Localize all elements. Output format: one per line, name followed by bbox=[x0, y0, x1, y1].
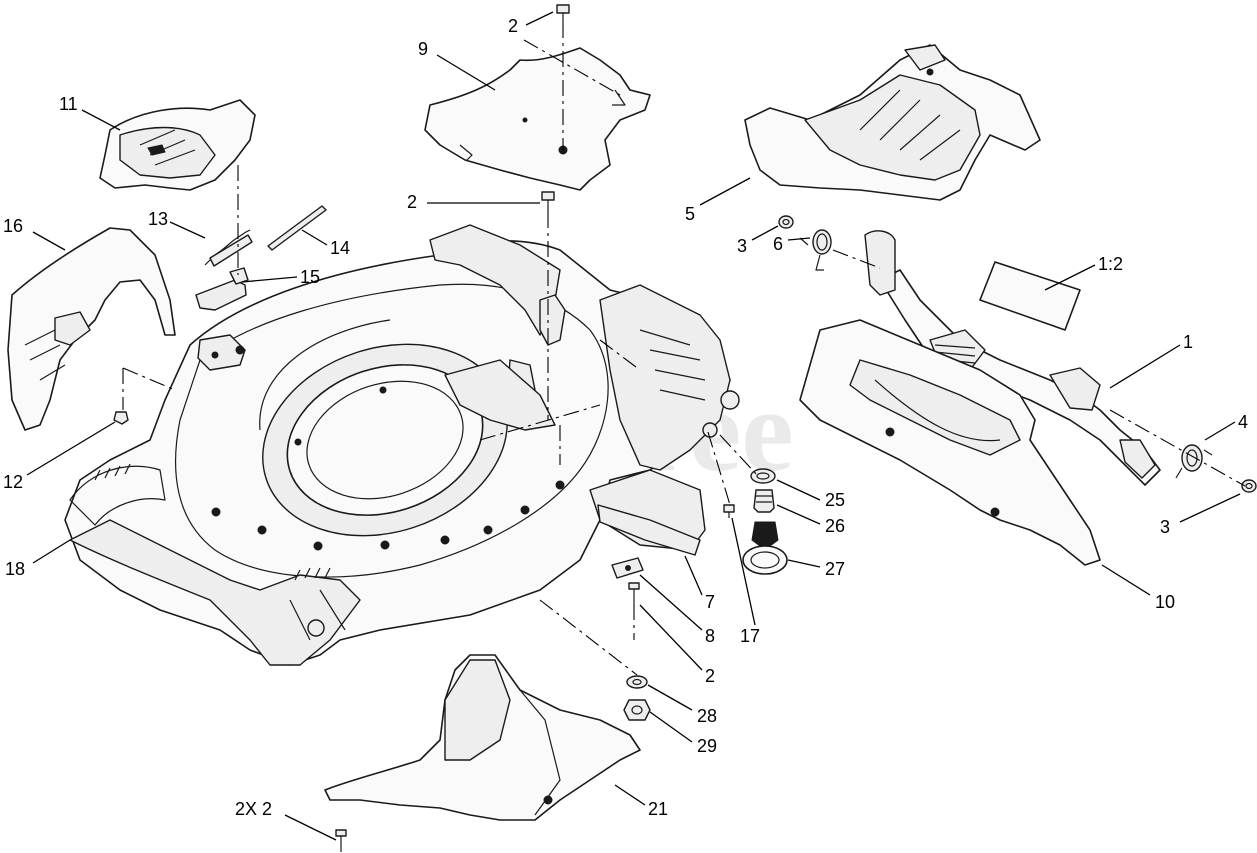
callout-2-top: 2 bbox=[508, 16, 518, 36]
part-27-cap bbox=[742, 521, 788, 575]
part-28-washer bbox=[626, 675, 648, 689]
part-2-bolt-mid bbox=[541, 191, 555, 212]
callout-2-mid: 2 bbox=[407, 192, 417, 212]
callout-10: 10 bbox=[1155, 592, 1175, 612]
part-2-bolt-low bbox=[628, 582, 640, 604]
hardware-parts bbox=[113, 4, 1257, 852]
callout-25: 25 bbox=[825, 490, 845, 510]
part-6-torsion-spring bbox=[799, 229, 832, 271]
part-4-torsion-spring bbox=[1175, 444, 1213, 479]
callout-labels: 2 9 11 5 2 16 13 14 15 3 6 1:2 1 4 12 3 … bbox=[3, 16, 1248, 819]
part-15-bracket bbox=[195, 267, 249, 311]
callout-7: 7 bbox=[705, 592, 715, 612]
part-7-baffle bbox=[597, 504, 701, 556]
height-adjust-markings bbox=[94, 463, 331, 581]
part-16-side-shield bbox=[7, 227, 176, 431]
callout-2-low: 2 bbox=[705, 666, 715, 686]
part-26-valve bbox=[753, 489, 775, 513]
part-12-nut bbox=[113, 411, 129, 425]
part-11-mulch-cover bbox=[99, 99, 256, 191]
callout-27: 27 bbox=[825, 559, 845, 579]
callout-2x2: 2X 2 bbox=[235, 799, 272, 819]
callout-11: 11 bbox=[59, 94, 78, 114]
part-5-rear-deflector bbox=[744, 44, 1041, 201]
part-1-2-decal bbox=[979, 261, 1081, 331]
callout-18: 18 bbox=[5, 559, 25, 579]
callout-16: 16 bbox=[3, 216, 23, 236]
part-21-discharge-cover bbox=[324, 654, 641, 821]
callout-29: 29 bbox=[697, 736, 717, 756]
part-2-bolt-top bbox=[556, 4, 570, 22]
part-9-cover-plate bbox=[424, 47, 651, 191]
part-29-nut bbox=[623, 699, 651, 721]
part-2-bolt-bottom bbox=[335, 829, 347, 852]
callout-13: 13 bbox=[148, 209, 168, 229]
part-3-washer-top bbox=[778, 215, 794, 229]
part-18-mower-deck bbox=[64, 224, 740, 666]
callout-26: 26 bbox=[825, 516, 845, 536]
part-25-washer bbox=[750, 468, 776, 484]
callout-4: 4 bbox=[1238, 412, 1248, 432]
callout-1-2: 1:2 bbox=[1098, 254, 1123, 274]
callout-21: 21 bbox=[648, 799, 668, 819]
part-10-lower-deflector bbox=[799, 319, 1101, 566]
callout-3-top: 3 bbox=[737, 236, 747, 256]
callout-9: 9 bbox=[418, 39, 428, 59]
callout-17: 17 bbox=[740, 626, 760, 646]
assembly-lines bbox=[122, 22, 1246, 676]
callout-6: 6 bbox=[773, 234, 783, 254]
leader-lines bbox=[26, 11, 1241, 841]
deck-bolt-holes bbox=[211, 345, 565, 551]
callout-5: 5 bbox=[685, 204, 695, 224]
part-1-rear-door bbox=[864, 230, 1161, 486]
part-3-washer-right bbox=[1241, 479, 1257, 493]
part-13-spring bbox=[204, 229, 253, 267]
callout-14: 14 bbox=[330, 238, 350, 258]
callout-3-right: 3 bbox=[1160, 517, 1170, 537]
part-8-clip bbox=[611, 557, 644, 579]
callout-8: 8 bbox=[705, 626, 715, 646]
part-17-screw bbox=[723, 504, 735, 518]
part-14-rod bbox=[267, 205, 327, 251]
callout-28: 28 bbox=[697, 706, 717, 726]
callout-15: 15 bbox=[300, 267, 320, 287]
callout-12: 12 bbox=[3, 472, 23, 492]
callout-1: 1 bbox=[1183, 332, 1193, 352]
